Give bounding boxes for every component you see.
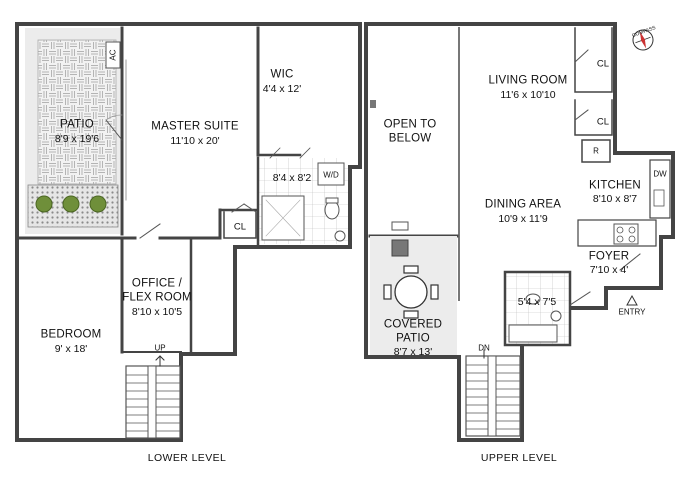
- office-label-line1: OFFICE /: [131, 277, 183, 290]
- entry-label[interactable]: ENTRY: [618, 307, 646, 317]
- upper-level-walls: [364, 22, 675, 442]
- living-room-label: LIVING ROOM: [488, 74, 568, 87]
- dining-area-dims: 10'9 x 11'9: [498, 213, 548, 225]
- dishwasher-label: DW: [653, 169, 667, 179]
- living-room-dims: 11'6 x 10'10: [500, 89, 556, 101]
- master-suite-label: MASTER SUITE: [151, 120, 239, 133]
- wic-label: WIC: [270, 68, 294, 81]
- upper-closet-2-label: CL: [596, 116, 610, 128]
- foyer-label: FOYER: [588, 250, 630, 263]
- wic-dims: 4'4 x 12': [262, 83, 302, 95]
- covered-patio-dims: 8'7 x 13': [393, 346, 433, 358]
- compass-rose: [632, 29, 654, 51]
- covered-patio-label-line2: PATIO: [396, 332, 430, 345]
- dining-area-label: DINING AREA: [484, 198, 562, 211]
- refrigerator-label: R: [593, 146, 599, 156]
- office-dims: 8'10 x 10'5: [131, 306, 183, 318]
- stair-up-label: UP: [154, 343, 166, 353]
- patio-dims: 8'9 x 19'6: [54, 133, 100, 145]
- lower-level-walls: [15, 22, 362, 442]
- covered-patio-label-line1: COVERED: [383, 318, 443, 331]
- lower-closet-label: CL: [233, 221, 247, 233]
- bedroom-label: BEDROOM: [40, 328, 102, 341]
- foyer-dims: 7'10 x 4': [589, 264, 629, 276]
- upper-level-title: UPPER LEVEL: [480, 452, 558, 464]
- upper-closet-1-label: CL: [596, 58, 610, 70]
- patio-label: PATIO: [60, 118, 94, 131]
- washer-dryer-label: W/D: [323, 170, 339, 180]
- patio-planters: [35, 195, 107, 213]
- ac-label: AC: [108, 49, 118, 61]
- lower-level-title: LOWER LEVEL: [147, 452, 227, 464]
- master-suite-dims: 11'10 x 20': [170, 135, 220, 147]
- kitchen-label: KITCHEN: [589, 179, 641, 192]
- office-label-line2: FLEX ROOM: [122, 291, 192, 304]
- kitchen-dims: 8'10 x 8'7: [592, 193, 638, 205]
- lower-bath-dims: 8'4 x 8'2: [272, 172, 312, 184]
- upper-bath-dims: 5'4 x 7'5: [517, 296, 557, 308]
- open-below-label-line1: OPEN TO: [383, 118, 437, 131]
- open-below-label-line2: BELOW: [388, 132, 432, 145]
- bedroom-dims: 9' x 18': [54, 343, 88, 355]
- stair-down-label: DN: [478, 343, 490, 353]
